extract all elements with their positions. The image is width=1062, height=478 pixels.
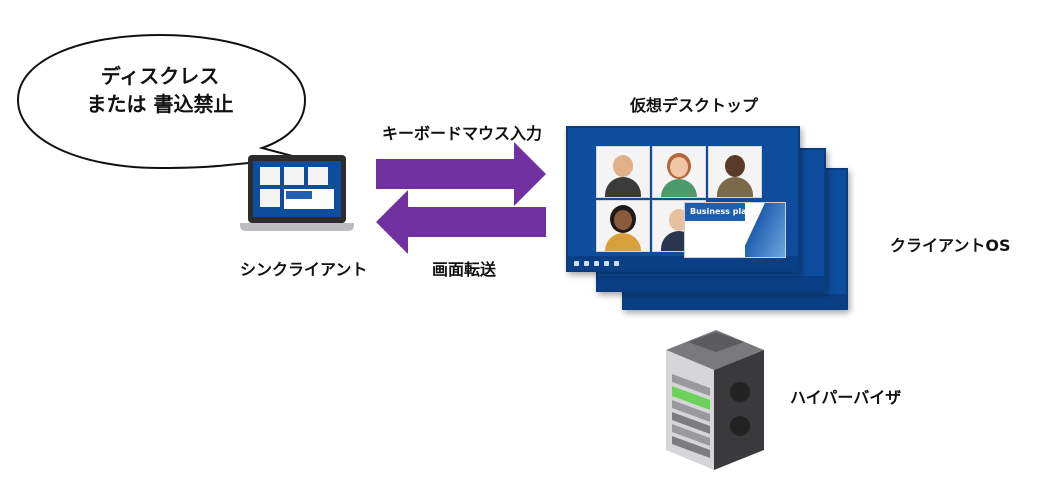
- presentation-slide: Business plan: [684, 202, 786, 258]
- input-arrow: [376, 142, 546, 206]
- participant-video-2: [652, 146, 706, 198]
- bubble-line-2: または 書込禁止: [86, 92, 234, 116]
- slide-title: Business plan: [690, 207, 753, 216]
- screen-transfer-arrow: [376, 190, 546, 254]
- virtual-desktop-screen-1: Business plan: [566, 126, 800, 272]
- participant-video-3: [708, 146, 762, 198]
- virtual-desktop-label: 仮想デスクトップ: [630, 96, 759, 115]
- client-os-label: クライアントOS: [890, 236, 1011, 255]
- bubble-line-1: ディスクレス: [100, 64, 220, 88]
- thin-client-label: シンクライアント: [240, 260, 368, 279]
- bubble-text: ディスクレス または 書込禁止: [40, 62, 280, 118]
- participant-video-1: [596, 146, 650, 198]
- participant-video-4: [596, 200, 650, 252]
- laptop-icon: [240, 155, 354, 235]
- screen-transfer-label: 画面転送: [432, 260, 497, 279]
- keyboard-mouse-input-label: キーボードマウス入力: [382, 124, 543, 143]
- server-rack-icon: [666, 330, 764, 470]
- hypervisor-label: ハイパーバイザ: [790, 388, 902, 407]
